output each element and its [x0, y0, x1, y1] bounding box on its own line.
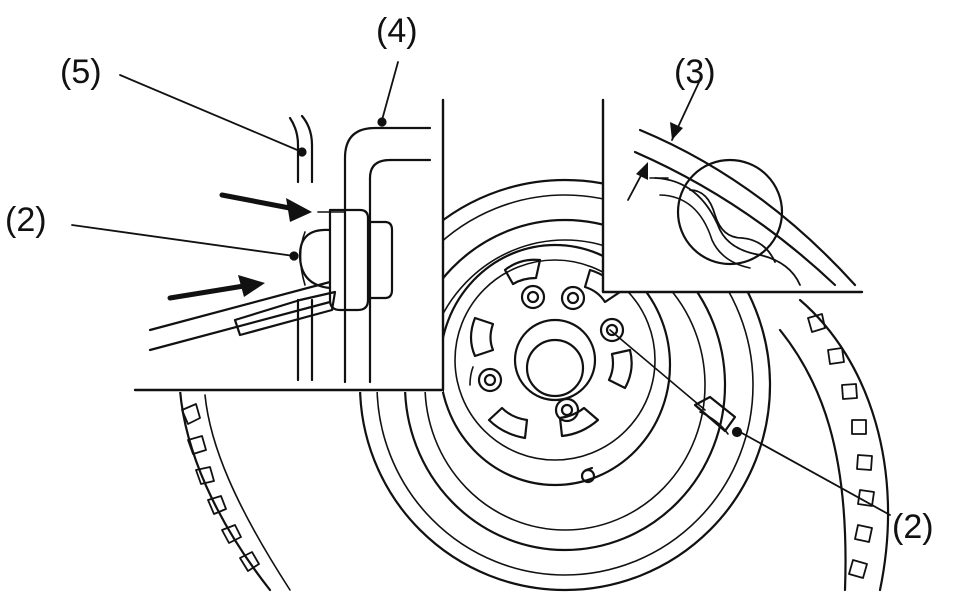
wheel-hub: [469, 258, 633, 484]
label-2-left: (2): [5, 201, 47, 239]
leader-line-valve: [739, 431, 891, 516]
left-inset: [71, 61, 445, 392]
tire: [178, 298, 890, 592]
valve-stem: [609, 329, 743, 438]
label-5: (5): [60, 53, 102, 91]
label-3: (3): [674, 53, 716, 91]
label-2-right: (2): [892, 508, 934, 546]
right-inset: [601, 79, 864, 294]
label-4: (4): [376, 12, 418, 50]
